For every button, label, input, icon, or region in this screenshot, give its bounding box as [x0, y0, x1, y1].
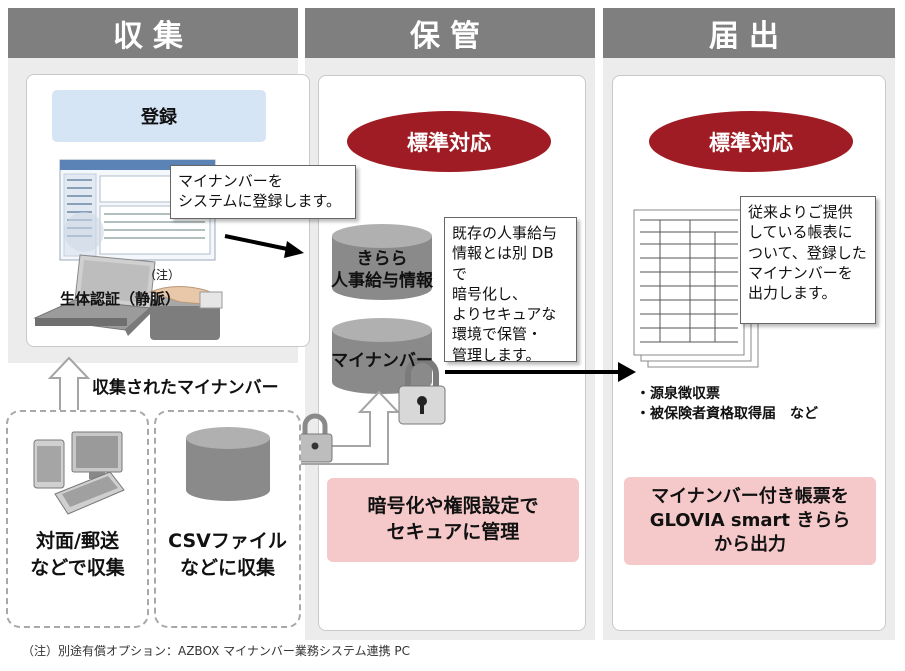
- source-paper-label: 対面/郵送 などで収集: [30, 530, 125, 579]
- register-callout: マイナンバーを システムに登録します。: [170, 165, 356, 219]
- payroll-db-cylinder: [332, 224, 432, 300]
- mynumber-db-label: マイナンバー: [331, 351, 433, 371]
- report-forms-illustration: [633, 209, 759, 368]
- source-csv-label: CSVファイル などに収集: [168, 530, 287, 579]
- collected-label: 収集されたマイナンバー: [92, 378, 279, 398]
- forms-list: ・源泉徴収票 ・被保険者資格取得届 など: [636, 384, 818, 425]
- payroll-db-label: きらら 人事給与情報: [331, 249, 433, 292]
- source-csv-box: [154, 410, 301, 628]
- report-summary: マイナンバー付き帳票を GLOVIA smart きらら から出力: [624, 477, 876, 565]
- footnote: （注）別途有償オプション：AZBOX マイナンバー業務システム連携 PC: [22, 644, 410, 658]
- collect-up-arrow: [47, 356, 91, 413]
- column-header-storage: 保管: [305, 8, 595, 58]
- biometric-note-mark: （注）: [144, 268, 181, 282]
- column-header-collect: 収集: [8, 8, 298, 58]
- report-standard-badge: 標準対応: [649, 111, 853, 172]
- report-callout: 従来よりご提供 している帳表に ついて、登録した マイナンバーを 出力します。: [740, 196, 876, 324]
- storage-callout: 既存の人事給与 情報とは別 DB で 暗号化し、 よりセキュアな 環境で保管・ …: [444, 217, 577, 364]
- register-label: 登録: [52, 90, 266, 142]
- forms-list-item: ・被保険者資格取得届 など: [636, 406, 818, 423]
- biometric-device-illustration: [33, 254, 223, 340]
- storage-standard-badge: 標準対応: [347, 111, 551, 172]
- lock-icon-connector: [297, 413, 333, 463]
- storage-summary: 暗号化や権限設定で セキュアに管理: [327, 478, 579, 562]
- column-header-report: 届出: [603, 8, 895, 58]
- source-paper-box: [6, 410, 149, 628]
- forms-list-item: ・源泉徴収票: [636, 386, 720, 402]
- biometric-label: 生体認証（静脈）: [60, 290, 181, 308]
- lock-icon-storage: [398, 357, 446, 425]
